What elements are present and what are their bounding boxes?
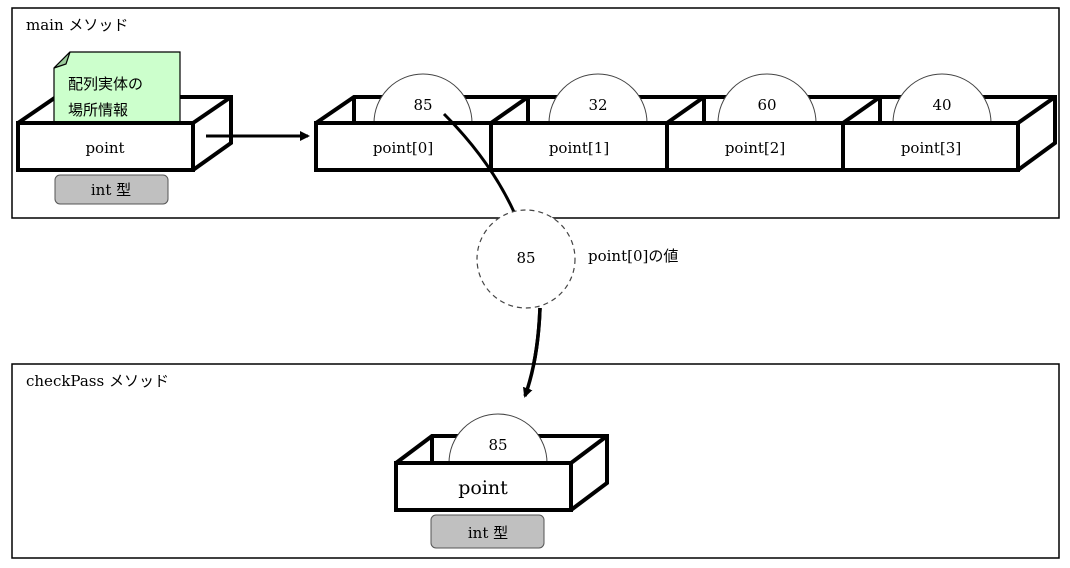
array-element-3: 40: [892, 73, 992, 124]
checkpass-point-variable: 85 point int 型: [394, 413, 609, 549]
reference-note: 配列実体の 場所情報: [53, 51, 181, 124]
copied-value-ball: [476, 209, 576, 309]
main-type-badge-label: int 型: [91, 181, 131, 199]
array-element-2: 60: [717, 73, 817, 124]
array-element-1: 32: [548, 73, 648, 124]
array-value-2: 60: [757, 96, 776, 114]
value-ball: [373, 73, 473, 124]
array-boxes: 85 32 60 40 point[0] point[1] point[2] p…: [314, 73, 1057, 172]
transfer-value: 85 point[0]の値: [476, 209, 678, 309]
array-value-1: 32: [588, 96, 607, 114]
array-value-3: 40: [932, 96, 951, 114]
checkpass-point-value: 85: [488, 436, 507, 454]
value-ball: [548, 73, 648, 124]
copied-value-caption: point[0]の値: [588, 247, 678, 265]
checkpass-point-label: point: [458, 477, 508, 499]
main-method-frame: main メソッド: [11, 7, 1060, 219]
array-cell-2: [665, 121, 845, 172]
copy-line: [442, 112, 516, 213]
main-method-title: main メソッド: [26, 16, 128, 34]
array-label-0: point[0]: [373, 139, 433, 157]
main-point-variable: 配列実体の 場所情報 point int 型: [16, 51, 233, 205]
array-value-0: 85: [413, 96, 432, 114]
checkpass-method-title: checkPass メソッド: [26, 372, 169, 390]
main-point-label: point: [85, 139, 124, 157]
array-cell-3: [841, 121, 1020, 172]
array-label-3: point[3]: [901, 139, 961, 157]
note-line-1: 配列実体の: [68, 75, 143, 93]
array-label-2: point[2]: [725, 139, 785, 157]
array-element-0: 85: [373, 73, 473, 124]
array-label-1: point[1]: [549, 139, 609, 157]
checkpass-type-badge: [430, 514, 545, 549]
note-line-2: 場所情報: [68, 101, 128, 119]
pass-arrow-overlay: [523, 307, 542, 398]
copied-value: 85: [516, 249, 535, 267]
main-type-badge: [54, 174, 169, 205]
checkpass-type-badge-label: int 型: [468, 524, 508, 542]
value-ball: [717, 73, 817, 124]
note-fold-icon: [53, 51, 71, 69]
value-ball: [448, 413, 548, 464]
value-ball: [892, 73, 992, 124]
